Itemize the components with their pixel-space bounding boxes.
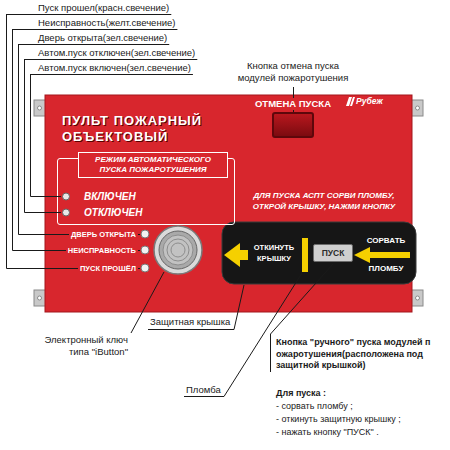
callout-label: Автом.пуск отключен(зел.свечение) xyxy=(38,47,195,59)
leader-underline xyxy=(6,14,171,15)
indicator-caption: ВКЛЮЧЕН xyxy=(84,191,136,203)
indicator-led xyxy=(141,246,149,254)
mounting-hole xyxy=(416,106,420,110)
note-item: - нажать кнопку "ПУСК" . xyxy=(276,427,379,438)
cover-instruction: ОТКИНУТЬ КРЫШКУ xyxy=(250,242,298,264)
callout-label: Дверь открыта(зел.свечение) xyxy=(38,32,167,44)
cover-instruction: СОРВАТЬ ПЛОМБУ xyxy=(360,227,412,283)
leader-underline xyxy=(30,74,193,75)
note-item: - откинуть защитную крышку ; xyxy=(276,414,401,425)
button-caption: ПУСК xyxy=(314,245,352,261)
leader-underline xyxy=(12,29,177,30)
leader-line xyxy=(148,285,244,330)
ibutton-reader xyxy=(154,226,202,274)
callout-label: Пломба xyxy=(186,384,221,396)
button-caption: ОТМЕНА ПУСКА xyxy=(253,98,333,110)
callout-label: Кнопка отмена пуска модулей пожаротушени… xyxy=(233,60,353,84)
start-button: ПУСК xyxy=(313,244,353,262)
mode-heading: РЕЖИМ АВТОМАТИЧЕСКОГО ПУСКА ПОЖАРОТУШЕНИ… xyxy=(78,152,228,178)
auto-mode-box: РЕЖИМ АВТОМАТИЧЕСКОГО ПУСКА ПОЖАРОТУШЕНИ… xyxy=(57,158,235,225)
mounting-hole xyxy=(38,296,42,300)
yellow-arrow xyxy=(224,243,248,267)
ibutton-reader xyxy=(159,231,197,269)
cover-shape xyxy=(222,222,416,284)
leader-line xyxy=(184,273,302,397)
leader-underline xyxy=(18,44,169,45)
indicator-caption: НЕИСПРАВНОСТЬ xyxy=(66,246,138,255)
callout-label: Пуск прошел(красн.свечение) xyxy=(38,2,169,14)
leader-line xyxy=(25,60,62,213)
panel-title: ПУЛЬТ ПОЖАРНЫЙ ОБЪЕКТОВЫЙ xyxy=(62,113,230,145)
indicator-led xyxy=(141,230,149,238)
ibutton-reader xyxy=(167,239,189,261)
indicator-led xyxy=(63,193,70,200)
callout-label: Кнопка "ручного" пуска модулей п ожароту… xyxy=(276,337,446,372)
note-item: - сорвать пломбу ; xyxy=(276,401,353,412)
logo-mark xyxy=(350,97,355,106)
mounting-hole xyxy=(416,296,420,300)
note-heading: Для пуска : xyxy=(276,388,326,399)
indicator-led xyxy=(141,264,149,272)
cancel-button: ОТМЕНА ПУСКА xyxy=(272,112,314,138)
protective-cover: ОТКИНУТЬ КРЫШКУ СОРВАТЬ ПЛОМБУ ПУСК xyxy=(222,222,416,284)
callout-label: Электронный ключ типа "iButton" xyxy=(28,334,128,358)
callout-label: Неисправность(желт.свечение) xyxy=(38,17,175,29)
indicator-caption: ОТКЛЮЧЕН xyxy=(84,207,142,219)
mounting-hole xyxy=(38,106,42,110)
indicator-led xyxy=(63,209,70,216)
indicator-caption: ДВЕРЬ ОТКРЫТА xyxy=(69,230,138,239)
seal-strip xyxy=(302,238,308,272)
panel-instruction: ДЛЯ ПУСКА АСПТ СОРВИ ПЛОМБУ, ОТКРОЙ КРЫШ… xyxy=(238,191,410,212)
ibutton-reader xyxy=(171,243,185,257)
callout-label: Автом.пуск включен(зел.свечение) xyxy=(38,62,191,74)
ibutton-reader xyxy=(163,235,193,265)
brand-logo: Рубеж xyxy=(356,96,383,106)
yellow-arrow xyxy=(354,247,410,263)
callout-label: Защитная крышка xyxy=(150,316,230,328)
indicator-caption: ПУСК ПРОШЁЛ xyxy=(78,264,138,273)
leader-underline xyxy=(24,59,197,60)
